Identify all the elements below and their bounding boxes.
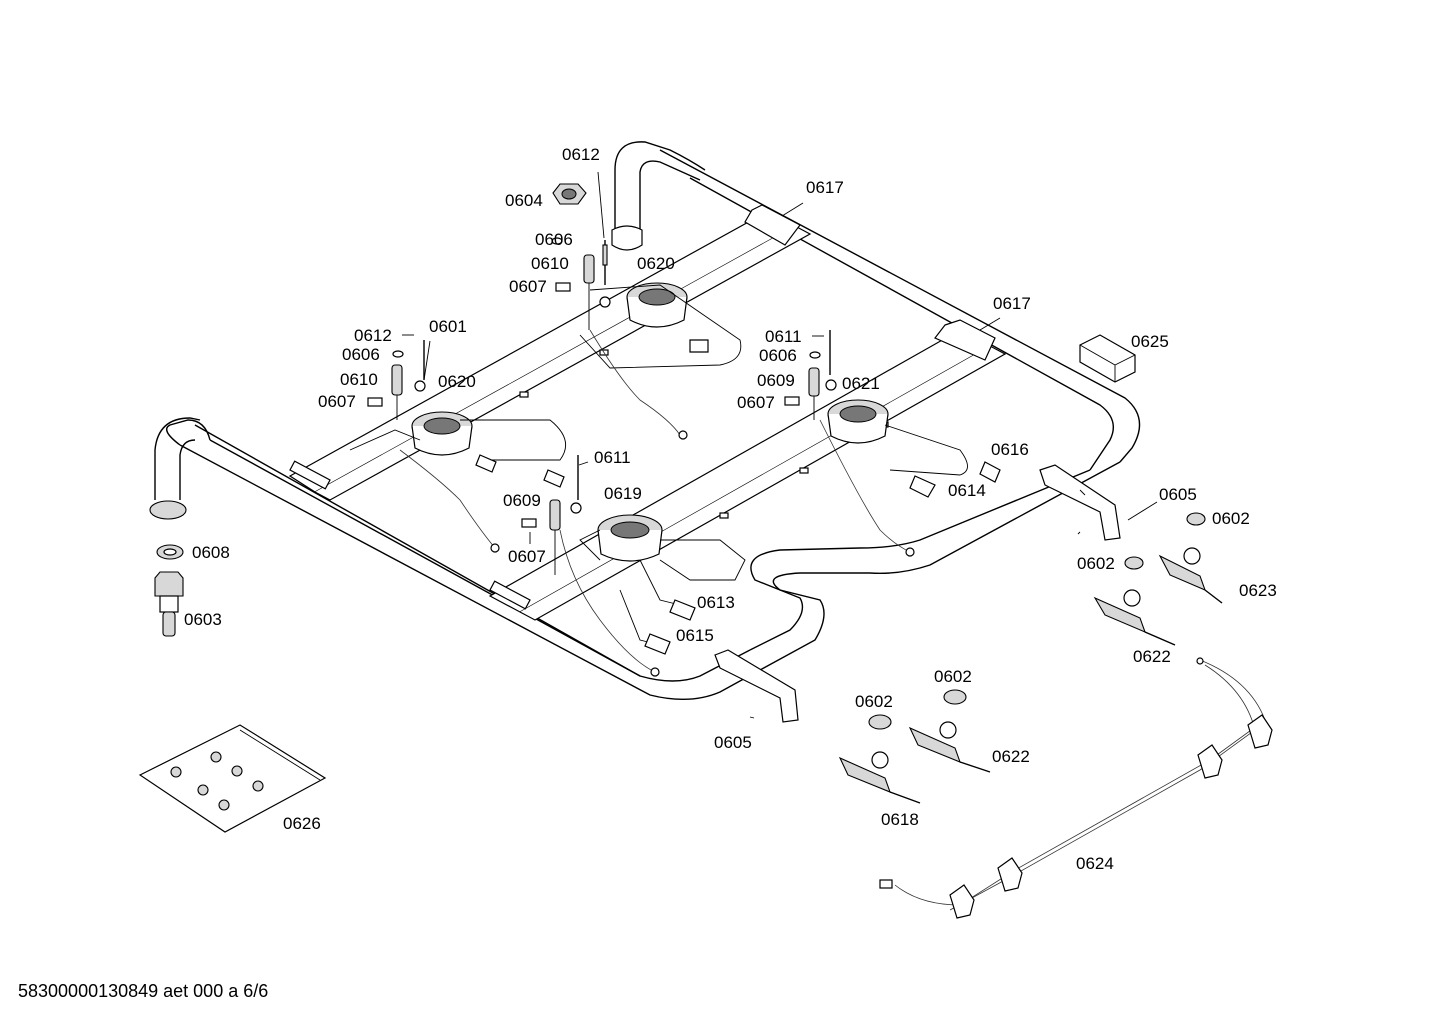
callout-0605: 0605 bbox=[714, 733, 752, 752]
callout-0611: 0611 bbox=[765, 327, 802, 346]
adapter-0603 bbox=[154, 571, 184, 637]
gas-tap-0618 bbox=[838, 751, 921, 804]
callout-0622: 0622 bbox=[992, 747, 1030, 766]
callout-0608: 0608 bbox=[192, 543, 230, 562]
leader-lines bbox=[402, 171, 1158, 719]
callout-0619: 0619 bbox=[604, 484, 642, 503]
gas-tap-0622-top bbox=[1093, 589, 1176, 646]
callout-0605: 0605 bbox=[1159, 485, 1197, 504]
gas-tubes bbox=[349, 284, 968, 646]
gas-tap-0623 bbox=[1158, 547, 1223, 604]
callout-0617: 0617 bbox=[993, 294, 1031, 313]
callout-labels: 0612 0604 0606 0610 0607 0620 0617 0617 … bbox=[184, 145, 1277, 873]
screw-bag-0626 bbox=[138, 724, 327, 833]
callout-0602: 0602 bbox=[855, 692, 893, 711]
callout-0607: 0607 bbox=[508, 547, 546, 566]
callout-0609: 0609 bbox=[503, 491, 541, 510]
callout-0616: 0616 bbox=[991, 440, 1029, 459]
burner-cup-0621 bbox=[827, 399, 889, 444]
callout-0606: 0606 bbox=[759, 346, 797, 365]
callout-0611: 0611 bbox=[594, 448, 631, 467]
valve-caps-0602 bbox=[868, 512, 1206, 730]
callout-0612: 0612 bbox=[354, 326, 392, 345]
callout-0602: 0602 bbox=[1077, 554, 1115, 573]
injector-fittings bbox=[475, 339, 1001, 655]
callout-0610: 0610 bbox=[531, 254, 569, 273]
callout-0620: 0620 bbox=[637, 254, 675, 273]
gas-manifold-pipe bbox=[149, 141, 1141, 701]
callout-0620: 0620 bbox=[438, 372, 476, 391]
probes bbox=[367, 237, 837, 575]
callout-0604: 0604 bbox=[505, 191, 543, 210]
burner-cup-0619 bbox=[597, 514, 663, 562]
burner-cup-0620-left bbox=[411, 411, 473, 456]
callout-0601: 0601 bbox=[429, 317, 467, 336]
seal-0608 bbox=[156, 544, 184, 560]
callout-0625: 0625 bbox=[1131, 332, 1169, 351]
callout-0623: 0623 bbox=[1239, 581, 1277, 600]
thermocouple-wires bbox=[399, 329, 915, 677]
callout-0613: 0613 bbox=[697, 593, 735, 612]
callout-0612: 0612 bbox=[562, 145, 600, 164]
bracket-clip-0605-right bbox=[1039, 464, 1121, 541]
gas-tap-0622-bottom bbox=[908, 721, 991, 773]
burner-cup-0620-top bbox=[626, 282, 688, 328]
callout-0606: 0606 bbox=[342, 345, 380, 364]
nut-0604 bbox=[552, 183, 587, 205]
callout-0602: 0602 bbox=[1212, 509, 1250, 528]
callout-0607: 0607 bbox=[737, 393, 775, 412]
bracket-clip-0605-front bbox=[714, 649, 799, 723]
callout-0602: 0602 bbox=[934, 667, 972, 686]
callout-0622: 0622 bbox=[1133, 647, 1171, 666]
callout-0621: 0621 bbox=[842, 374, 880, 393]
callout-0609: 0609 bbox=[757, 371, 795, 390]
callout-0610: 0610 bbox=[340, 370, 378, 389]
callout-0607: 0607 bbox=[509, 277, 547, 296]
ignition-harness-0624 bbox=[879, 657, 1273, 919]
callout-0624: 0624 bbox=[1076, 854, 1114, 873]
callout-0614: 0614 bbox=[948, 481, 986, 500]
callout-0618: 0618 bbox=[881, 810, 919, 829]
callout-0603: 0603 bbox=[184, 610, 222, 629]
connector-0625 bbox=[1079, 334, 1136, 383]
callout-0607: 0607 bbox=[318, 392, 356, 411]
callout-0617: 0617 bbox=[806, 178, 844, 197]
drawing-id-footer: 58300000130849 aet 000 a 6/6 bbox=[18, 981, 269, 1001]
callout-0615: 0615 bbox=[676, 626, 714, 645]
callout-0606: 0606 bbox=[535, 230, 573, 249]
callout-0626: 0626 bbox=[283, 814, 321, 833]
